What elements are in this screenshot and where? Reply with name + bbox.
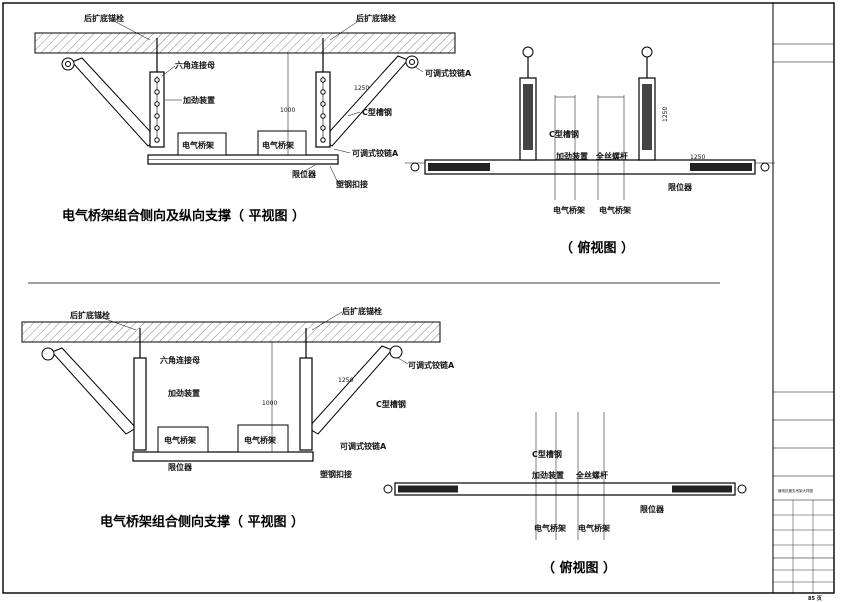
left-vertical-hanger-2 xyxy=(133,357,147,451)
horizontal-channel-2 xyxy=(394,482,736,496)
right-vertical-member xyxy=(638,46,656,161)
drawing-border xyxy=(2,2,835,594)
label-hinge-bottom: 可调式铰链A xyxy=(352,148,399,158)
title-block-project: 管线抗震支吊架大样图 xyxy=(778,488,813,493)
label-anchor-right-2: 后扩底锚栓 xyxy=(342,306,382,316)
cable-tray-left-2 xyxy=(157,426,209,453)
label-plan-tray-left: 电气桥架 xyxy=(553,205,585,215)
left-diagonal-brace xyxy=(71,57,159,147)
title-bottom-left: 电气桥架组合侧向支撑（ 平视图 ） xyxy=(100,514,304,530)
top-left-elevation: 后扩底锚栓 后扩底锚栓 六角连接母 加劲装置 电气桥架 电气桥架 可调式铰链A … xyxy=(34,13,472,224)
label-hinge-2: 可调式铰链A xyxy=(408,360,455,370)
label-stiffener-2: 加劲装置 xyxy=(167,388,200,398)
label-channel-2: C型槽钢 xyxy=(376,399,406,409)
left-vertical-member xyxy=(519,46,537,161)
title-top-right: （ 俯视图 ） xyxy=(560,240,634,256)
label-plan-rod: 全丝螺杆 xyxy=(595,151,628,161)
title-top-left: 电气桥架组合侧向及纵向支撑（ 平视图 ） xyxy=(62,208,305,224)
right-diagonal-brace xyxy=(321,55,409,147)
cable-tray-right-2 xyxy=(237,424,289,453)
label-limiter-2: 限位器 xyxy=(168,462,193,472)
label-hex-nut: 六角连接母 xyxy=(175,60,215,70)
label-channel: C型槽钢 xyxy=(362,107,392,117)
label-anchor-left: 后扩底锚栓 xyxy=(84,13,124,23)
title-bottom-right: （ 俯视图 ） xyxy=(542,560,616,576)
left-diagonal-brace-2 xyxy=(51,347,137,435)
label-plan-channel-2: C型槽钢 xyxy=(532,449,562,459)
label-plan-rod-2: 全丝螺杆 xyxy=(575,470,608,480)
label-hinge-side-2: 可调式铰链A xyxy=(340,441,387,451)
left-vertical-hanger xyxy=(149,38,165,148)
label-anchor-left-2: 后扩底锚栓 xyxy=(70,310,110,320)
cable-tray-right xyxy=(257,130,307,156)
label-plan-tray-left-2: 电气桥架 xyxy=(534,523,566,533)
dim-1000-2: 1000 xyxy=(262,400,277,407)
label-anchor-right: 后扩底锚栓 xyxy=(356,13,396,23)
label-plan-limiter: 限位器 xyxy=(668,182,693,192)
right-vertical-hanger xyxy=(315,38,331,148)
top-right-plan: C型槽钢 加劲装置 全丝螺杆 限位器 电气桥架 电气桥架 1250 1250 （… xyxy=(405,46,775,256)
right-vertical-hanger-2 xyxy=(299,357,313,451)
label-plan-tray-right: 电气桥架 xyxy=(599,205,631,215)
right-diagonal-brace-2 xyxy=(307,345,393,435)
label-hex-nut-2: 六角连接母 xyxy=(160,355,200,365)
bottom-right-plan: C型槽钢 加劲装置 全丝螺杆 限位器 电气桥架 电气桥架 （ 俯视图 ） xyxy=(383,412,747,576)
dim-plan-vertical: 1250 xyxy=(662,107,669,122)
dim-1250: 1250 xyxy=(354,85,369,92)
label-plan-limiter-2: 限位器 xyxy=(640,504,665,514)
label-tray-right: 电气桥架 xyxy=(262,140,294,150)
label-tray-left-2: 电气桥架 xyxy=(164,435,196,445)
cable-tray-left xyxy=(177,132,227,156)
bottom-left-elevation: 后扩底锚栓 后扩底锚栓 六角连接母 加劲装置 电气桥架 电气桥架 可调式铰链A … xyxy=(21,306,455,530)
label-hinge-top: 可调式铰链A xyxy=(425,68,472,78)
dim-1250-2: 1250 xyxy=(338,377,353,384)
label-tray-left: 电气桥架 xyxy=(182,140,214,150)
label-plan-tray-right-2: 电气桥架 xyxy=(578,523,610,533)
label-plan-stiffener: 加劲装置 xyxy=(555,151,588,161)
page-number: 85 页 xyxy=(808,595,822,602)
title-block: 管线抗震支吊架大样图 85 页 xyxy=(772,3,834,602)
label-plan-channel: C型槽钢 xyxy=(549,129,579,139)
label-clamp: 塑钢扣接 xyxy=(336,179,368,189)
label-clamp-2: 塑钢扣接 xyxy=(320,469,352,479)
label-limiter: 限位器 xyxy=(292,169,317,179)
ceiling-slab xyxy=(34,32,456,54)
horizontal-channel xyxy=(424,159,756,175)
dim-1000: 1000 xyxy=(280,107,295,114)
bottom-channel-beam-2 xyxy=(132,451,314,462)
dim-plan-horizontal: 1250 xyxy=(690,154,705,161)
ceiling-slab-2 xyxy=(21,321,441,343)
label-plan-stiffener-2: 加劲装置 xyxy=(531,470,564,480)
label-tray-right-2: 电气桥架 xyxy=(244,435,276,445)
label-stiffener: 加劲装置 xyxy=(182,95,215,105)
